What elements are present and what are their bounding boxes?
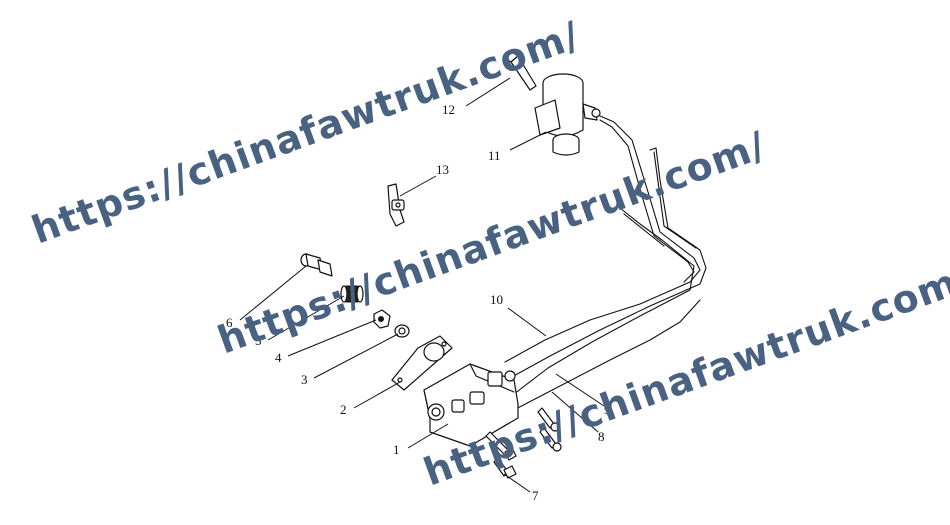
callout-4: 4 bbox=[275, 350, 282, 365]
part-7-bolts bbox=[485, 407, 562, 479]
callout-5: 5 bbox=[255, 333, 262, 348]
part-6-fitting bbox=[300, 253, 333, 277]
part-4-nut bbox=[373, 309, 391, 329]
part-1-valve-body bbox=[423, 363, 519, 447]
part-5-spring bbox=[340, 285, 364, 303]
callout-13: 13 bbox=[436, 162, 449, 177]
callout-9: 9 bbox=[604, 402, 611, 417]
pipe-lines bbox=[504, 115, 707, 413]
callout-1: 1 bbox=[393, 442, 400, 457]
part-2-gasket bbox=[391, 335, 453, 391]
part-13-clip bbox=[387, 183, 405, 227]
part-3-washer bbox=[394, 324, 410, 338]
callout-10: 10 bbox=[490, 292, 503, 307]
callout-8: 8 bbox=[598, 429, 605, 444]
leader-lines bbox=[239, 77, 605, 493]
part-12-bolt bbox=[504, 51, 537, 91]
callout-6: 6 bbox=[226, 315, 233, 330]
callout-12: 12 bbox=[442, 102, 455, 117]
callout-7: 7 bbox=[532, 488, 539, 503]
callout-3: 3 bbox=[301, 372, 308, 387]
callout-11: 11 bbox=[488, 148, 501, 163]
part-11-valve bbox=[534, 73, 601, 156]
callout-2: 2 bbox=[340, 402, 347, 417]
callout-numbers: 1 2 3 4 5 6 7 8 9 10 11 12 13 bbox=[226, 102, 611, 503]
